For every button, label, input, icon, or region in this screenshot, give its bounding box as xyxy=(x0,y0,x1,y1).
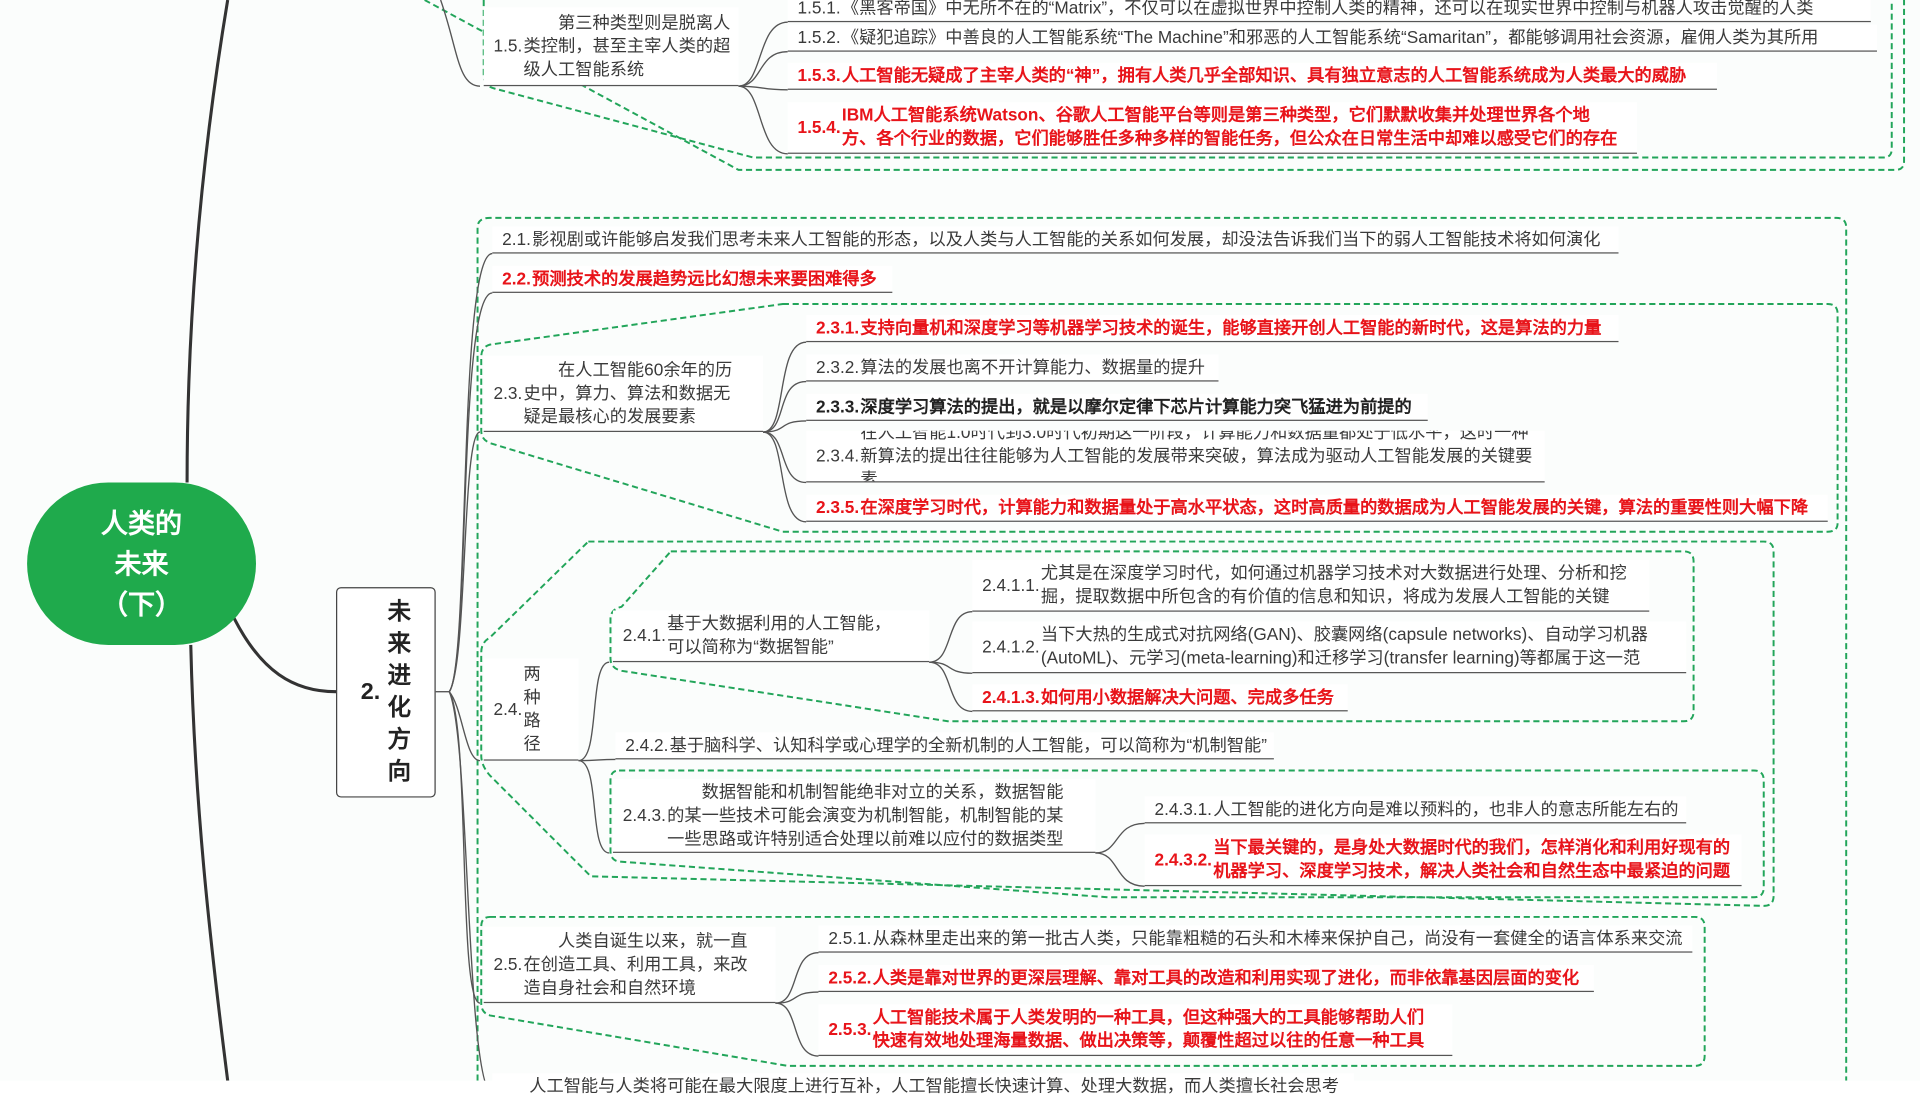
node-2-4-2[interactable]: 2.4.2.基于脑科学、认知科学或心理学的全新机制的人工智能，可以简称为“机制智… xyxy=(615,732,1274,760)
node-1-5-3[interactable]: 1.5.3.人工智能无疑成了主宰人类的“神”，拥有人类几乎全部知识、具有独立意志… xyxy=(787,62,1717,90)
branch-char: 进 xyxy=(387,662,412,689)
root-line: 人类的 xyxy=(100,507,183,539)
branch-char: 来 xyxy=(387,630,412,657)
branch-char: 方 xyxy=(387,726,412,753)
node-2-3-4[interactable]: 2.3.4.在人工智能1.0时代到3.0时代初期这一阶段，计算能力和数据量都处于… xyxy=(806,430,1545,483)
node-2-5[interactable]: 2.5.人类自诞生以来，就一直在创造工具、利用工具，来改造自身社会和自然环境 xyxy=(483,926,776,1004)
node-2-5-1[interactable]: 2.5.1.从森林里走出来的第一批古人类，只能靠粗糙的石头和木棒来保护自己，尚没… xyxy=(818,925,1693,953)
branch-char: 未 xyxy=(387,598,412,625)
node-1-5[interactable]: 1.5.第三种类型则是脱离人类控制，甚至主宰人类的超级人工智能系统 xyxy=(483,7,739,87)
node-char: 径 xyxy=(523,732,541,753)
node-2-3-1[interactable]: 2.3.1.支持向量机和深度学习等机器学习技术的诞生，能够直接开创人工智能的新时… xyxy=(806,315,1619,343)
dashed-groups xyxy=(424,0,1906,1081)
node-2-4[interactable]: 2.4. 两 种 路 径 xyxy=(483,658,579,761)
node-2-4-1-1[interactable]: 2.4.1.1.尤其是在深度学习时代，如何通过机器学习技术对大数据进行处理、分析… xyxy=(972,560,1650,612)
root-line: 未来 xyxy=(114,548,169,580)
branch-2-topic[interactable]: 2. 未 来 进 化 方 向 xyxy=(336,587,436,798)
node-2-4-1-3[interactable]: 2.4.1.3.如何用小数据解决大问题、完成多任务 xyxy=(972,684,1348,712)
node-2-4-3-1[interactable]: 2.4.3.1.人工智能的进化方向是难以预料的，也非人的意志所能左右的 xyxy=(1144,796,1687,824)
node-2-3-5[interactable]: 2.3.5.在深度学习时代，计算能力和数据量处于高水平状态，这时高质量的数据成为… xyxy=(806,494,1828,522)
group-2-3 xyxy=(480,303,1839,533)
node-2-5-2[interactable]: 2.5.2.人类是靠对世界的更深层理解、靠对工具的改造和利用实现了进化，而非依靠… xyxy=(818,964,1594,993)
node-char: 两 xyxy=(523,662,541,683)
group-2-5 xyxy=(480,915,1706,1067)
node-1-5-4[interactable]: 1.5.4.IBM人工智能系统Watson、谷歌人工智能平台等则是第三种类型，它… xyxy=(787,102,1637,154)
group-2-4 xyxy=(480,540,1775,907)
node-2-3[interactable]: 2.3.在人工智能60余年的历史中，算力、算法和数据无疑是最核心的发展要素 xyxy=(483,355,764,433)
root-topic[interactable]: 人类的 未来 （下） xyxy=(27,482,257,645)
node-1-5-1[interactable]: 1.5.1.《黑客帝国》中无所不在的“Matrix”，不仅可以在虚拟世界中控制人… xyxy=(787,0,1871,23)
node-2-5-3[interactable]: 2.5.3.人工智能技术属于人类发明的一种工具，但这种强大的工具能够帮助人们快速… xyxy=(818,1004,1453,1057)
node-2-3-3[interactable]: 2.3.3.深度学习算法的提出，就是以摩尔定律下芯片计算能力突飞猛进为前提的 xyxy=(806,393,1428,421)
node-2-1[interactable]: 2.1.影视剧或许能够启发我们思考未来人工智能的形态，以及人类与人工智能的关系如… xyxy=(492,226,1619,254)
node-2-3-2[interactable]: 2.3.2.算法的发展也离不开计算能力、数据量的提升 xyxy=(806,354,1219,382)
group-2 xyxy=(476,216,1848,1081)
node-1-5-2[interactable]: 1.5.2.《疑犯追踪》中善良的人工智能系统“The Machine”和邪恶的人… xyxy=(787,24,1877,52)
branch-char: 化 xyxy=(387,694,412,721)
group-2-4-1 xyxy=(609,550,1695,723)
node-2-4-3[interactable]: 2.4.3.数据智能和机制智能绝非对立的关系，数据智能的某一些技术可能会演变为机… xyxy=(612,779,1096,853)
node-2-4-1-2[interactable]: 2.4.1.2.当下大热的生成式对抗网络(GAN)、胶囊网络(capsule n… xyxy=(972,621,1687,674)
group-1-5-outer xyxy=(424,0,1906,171)
group-2-4-3 xyxy=(609,769,1765,899)
node-char: 种 xyxy=(523,686,541,706)
branch-number: 2. xyxy=(360,678,381,705)
node-char: 路 xyxy=(523,709,541,730)
node-2-2[interactable]: 2.2.预测技术的发展趋势远比幻想未来要困难得多 xyxy=(492,265,893,293)
node-2-4-3-2[interactable]: 2.4.3.2.当下最关键的，是身处大数据时代的我们，怎样消化和利用好现有的机器… xyxy=(1144,834,1742,887)
root-line: （下） xyxy=(100,588,183,620)
node-2-4-1[interactable]: 2.4.1.基于大数据利用的人工智能，可以简称为“数据智能” xyxy=(612,610,930,663)
node-2-6[interactable]: 人工智能与人类将可能在最大限度上进行互补，人工智能擅长快速计算、处理大数据，而人… xyxy=(492,1073,1354,1100)
branch-char: 向 xyxy=(387,758,412,785)
